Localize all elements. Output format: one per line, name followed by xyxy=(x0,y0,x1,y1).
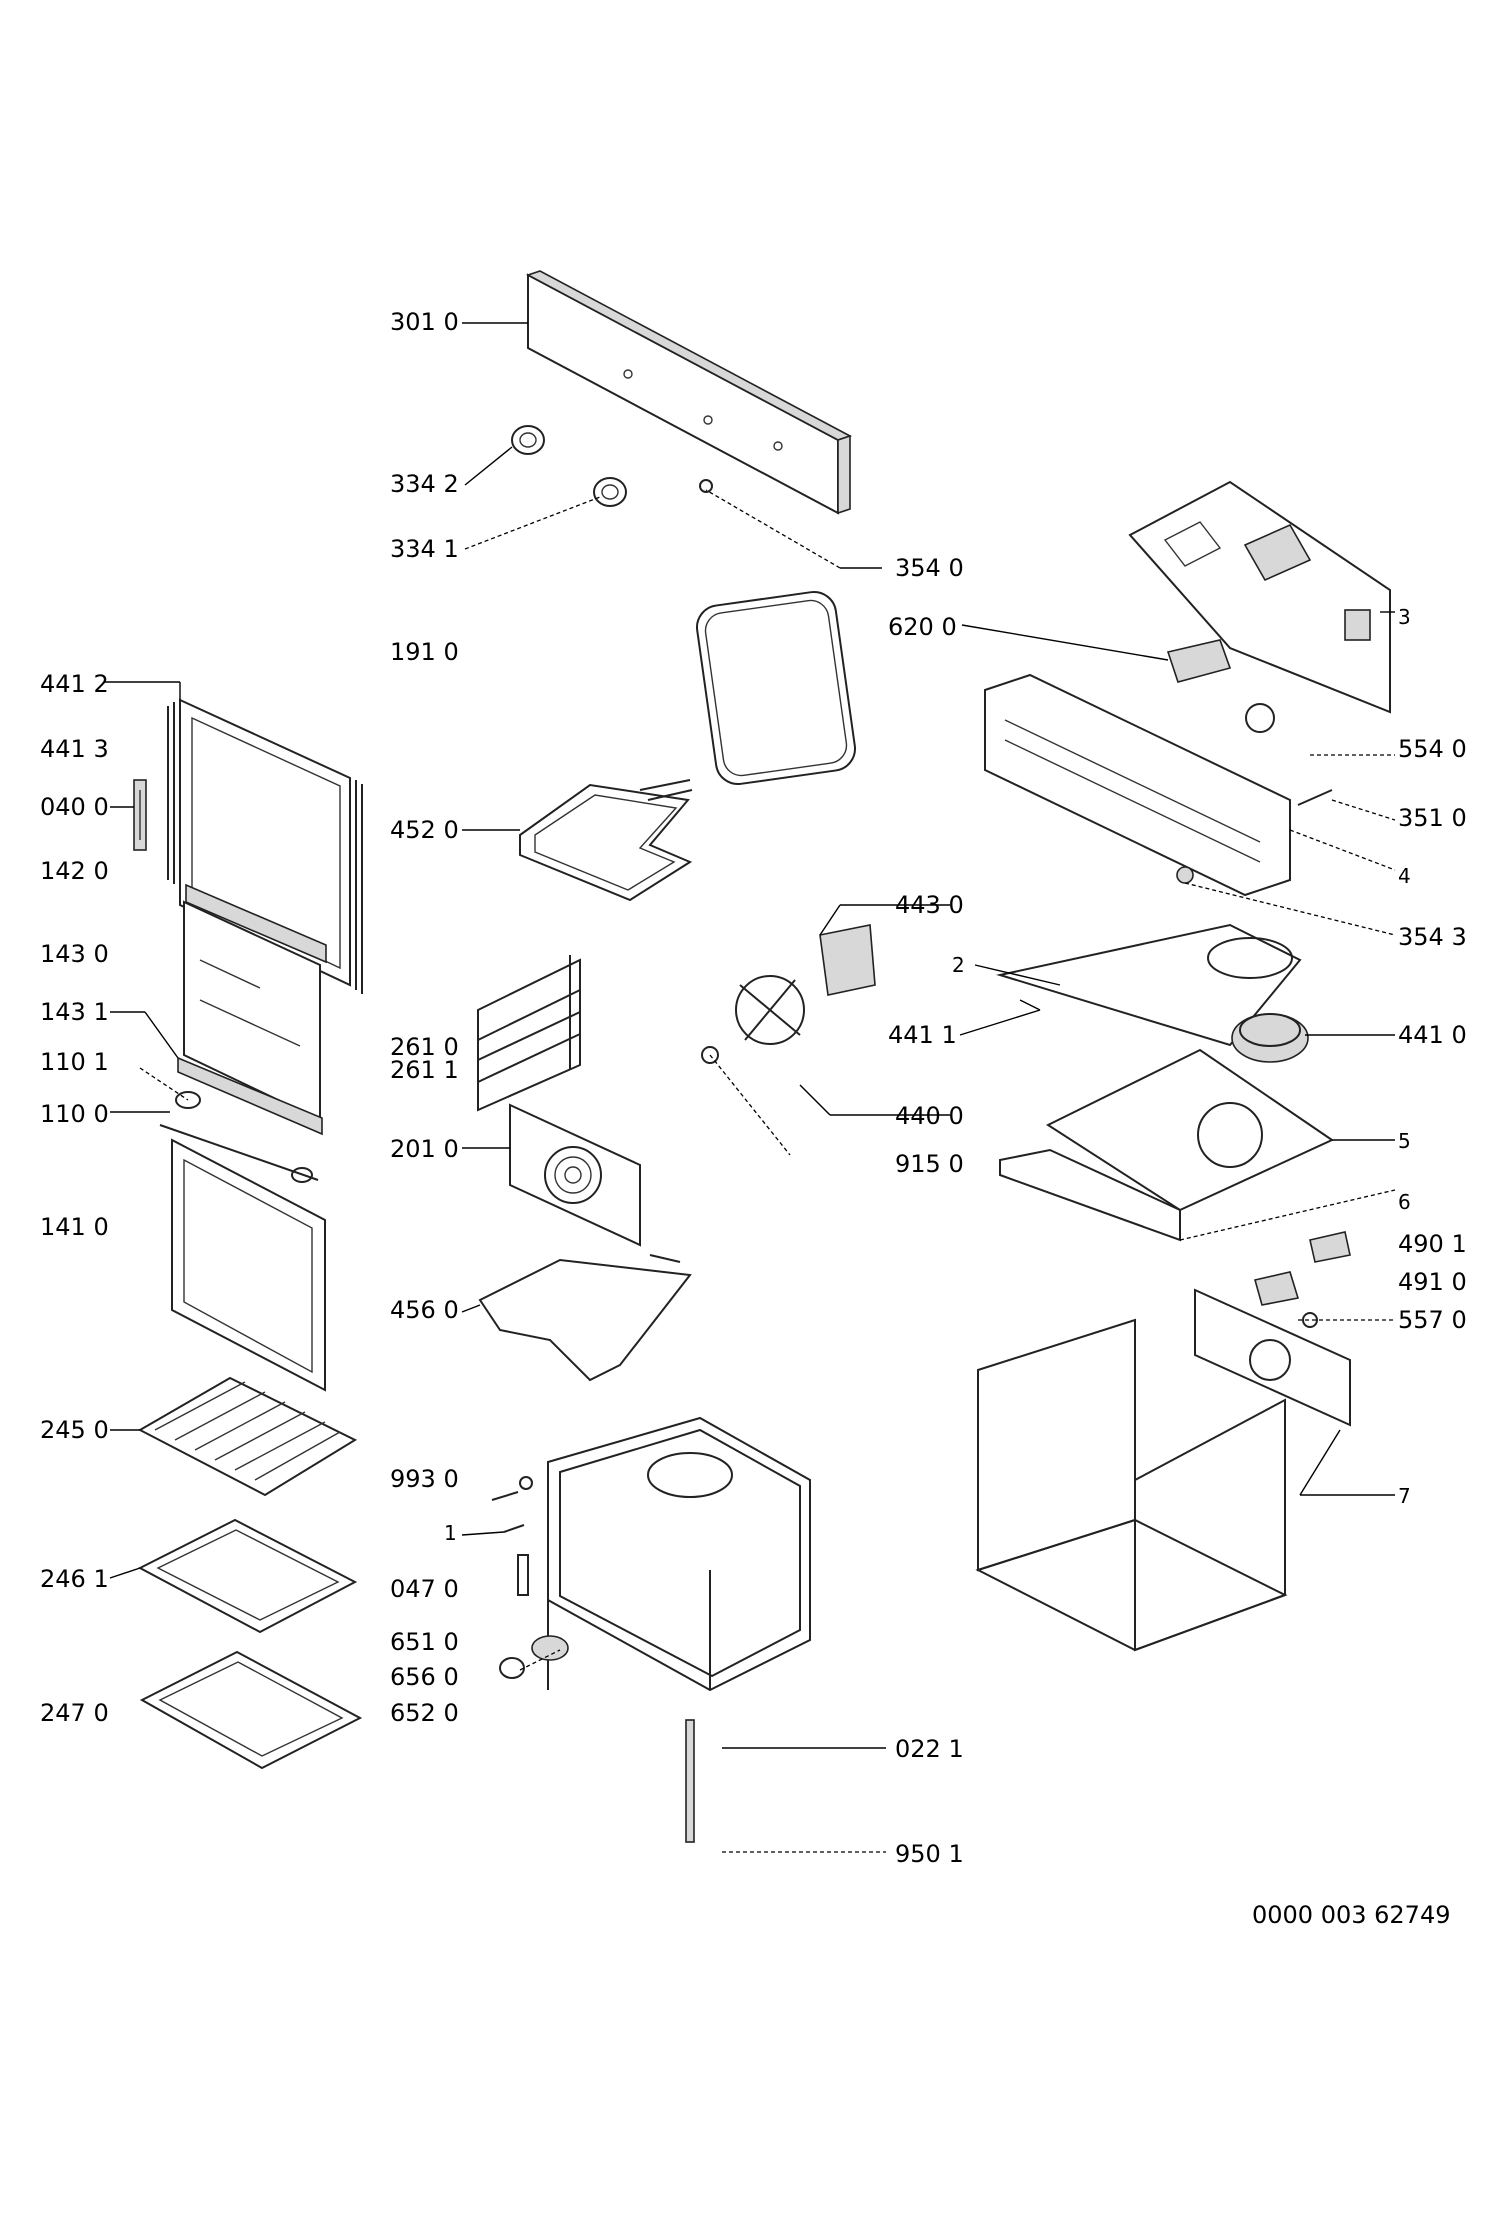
label-141-0: 141 0 xyxy=(40,1213,109,1241)
part-fan-motor xyxy=(701,924,876,1064)
part-labels: 301 0 334 2 334 1 354 0 191 0 620 0 3 44… xyxy=(40,308,1467,1929)
part-motor xyxy=(1231,1013,1309,1063)
label-047-0: 047 0 xyxy=(390,1575,459,1603)
label-040-0: 040 0 xyxy=(40,793,109,821)
part-vent-strip xyxy=(185,883,327,964)
label-554-0: 554 0 xyxy=(1398,735,1467,763)
label-247-0: 247 0 xyxy=(40,1699,109,1727)
label-7: 7 xyxy=(1398,1484,1411,1508)
document-number: 0000 003 62749 xyxy=(1252,1901,1451,1929)
label-950-1: 950 1 xyxy=(895,1840,964,1868)
label-651-0: 651 0 xyxy=(390,1628,459,1656)
part-top-cover xyxy=(1128,480,1391,714)
part-oven-cavity xyxy=(547,1416,811,1692)
part-grill-element xyxy=(519,779,693,902)
label-3: 3 xyxy=(1398,605,1411,629)
label-191-0: 191 0 xyxy=(390,638,459,666)
part-oven-casing xyxy=(975,1288,1351,1652)
part-sheet xyxy=(999,1148,1181,1242)
part-small-connectors xyxy=(1254,1231,1351,1328)
label-2: 2 xyxy=(952,953,965,977)
label-441-2: 441 2 xyxy=(40,670,109,698)
label-440-0: 440 0 xyxy=(895,1102,964,1130)
label-354-0: 354 0 xyxy=(895,554,964,582)
leader-lines xyxy=(104,322,1396,1853)
part-rear-fan-panel xyxy=(509,1103,641,1247)
label-334-2: 334 2 xyxy=(390,470,459,498)
part-door-gasket xyxy=(696,590,856,786)
label-490-1: 490 1 xyxy=(1398,1230,1467,1258)
label-4: 4 xyxy=(1398,864,1411,888)
part-terminal-block xyxy=(1166,639,1232,683)
part-door-bar xyxy=(159,1056,323,1183)
label-443-0: 443 0 xyxy=(895,891,964,919)
label-441-0: 441 0 xyxy=(1398,1021,1467,1049)
part-lower-baffle xyxy=(1045,1048,1335,1212)
part-upper-baffle xyxy=(996,923,1302,1047)
label-441-1: 441 1 xyxy=(888,1021,957,1049)
part-foot xyxy=(1176,866,1194,884)
label-142-0: 142 0 xyxy=(40,857,109,885)
label-656-0: 656 0 xyxy=(390,1663,459,1691)
label-334-1: 334 1 xyxy=(390,535,459,563)
label-652-0: 652 0 xyxy=(390,1699,459,1727)
part-lower-element xyxy=(478,1254,692,1382)
label-993-0: 993 0 xyxy=(390,1465,459,1493)
label-557-0: 557 0 xyxy=(1398,1306,1467,1334)
part-outer-door xyxy=(171,1138,326,1392)
label-1: 1 xyxy=(444,1521,457,1545)
label-246-1: 246 1 xyxy=(40,1565,109,1593)
label-441-3: 441 3 xyxy=(40,735,109,763)
part-knob-334-2 xyxy=(511,425,545,455)
label-110-0: 110 0 xyxy=(40,1100,109,1128)
part-control-bracket xyxy=(984,673,1291,897)
part-hinge xyxy=(133,779,147,851)
part-fittings xyxy=(491,1476,533,1596)
label-245-0: 245 0 xyxy=(40,1416,109,1444)
part-side-runners xyxy=(477,955,581,1112)
label-022-1: 022 1 xyxy=(895,1735,964,1763)
part-control-panel xyxy=(525,270,853,515)
label-261-1: 261 1 xyxy=(390,1056,459,1084)
part-knob-334-1 xyxy=(593,477,627,507)
label-351-0: 351 0 xyxy=(1398,804,1467,832)
label-301-0: 301 0 xyxy=(390,308,459,336)
label-452-0: 452 0 xyxy=(390,816,459,844)
label-143-0: 143 0 xyxy=(40,940,109,968)
label-620-0: 620 0 xyxy=(888,613,957,641)
part-pin xyxy=(1297,789,1333,806)
label-201-0: 201 0 xyxy=(390,1135,459,1163)
part-button-354-0 xyxy=(699,479,713,493)
label-5: 5 xyxy=(1398,1129,1411,1153)
label-143-1: 143 1 xyxy=(40,998,109,1026)
part-seal-strip xyxy=(685,1719,695,1843)
label-261-0: 261 0 xyxy=(390,1033,459,1061)
label-6: 6 xyxy=(1398,1190,1411,1214)
label-915-0: 915 0 xyxy=(895,1150,964,1178)
part-tray-247 xyxy=(139,1650,363,1770)
part-wire-rack xyxy=(137,1376,358,1497)
label-456-0: 456 0 xyxy=(390,1296,459,1324)
part-lamp xyxy=(499,1635,569,1679)
part-tray-246 xyxy=(137,1518,358,1634)
label-354-3: 354 3 xyxy=(1398,923,1467,951)
label-491-0: 491 0 xyxy=(1398,1268,1467,1296)
label-110-1: 110 1 xyxy=(40,1048,109,1076)
